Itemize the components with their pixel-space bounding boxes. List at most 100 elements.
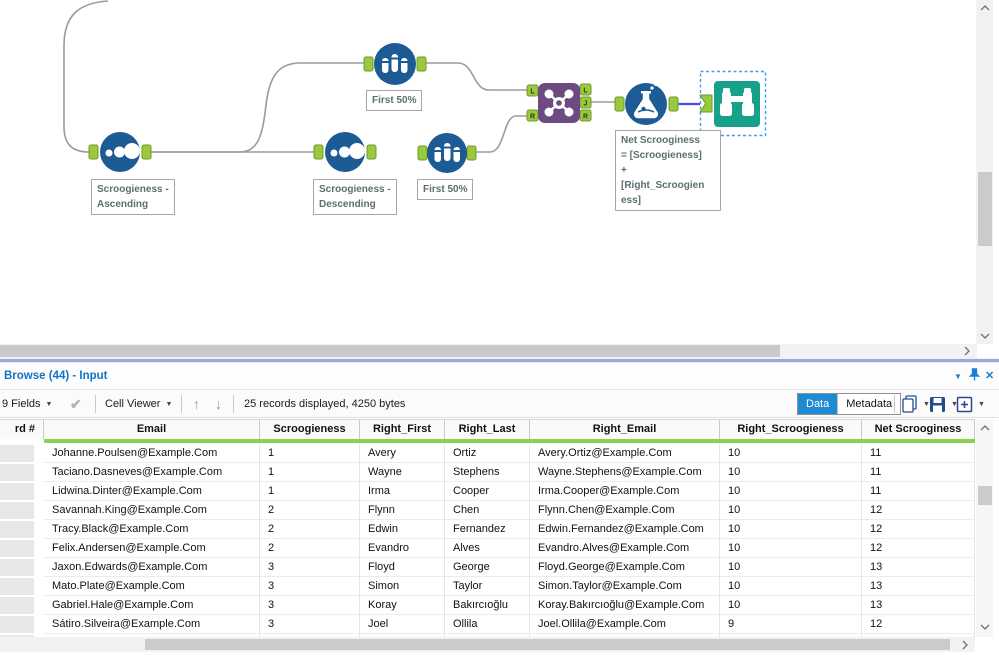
table-cell: Johanne.Poulsen@Example.Com [44,444,260,463]
column-header[interactable]: Right_Last [445,420,530,439]
wire-sample-top-to-join-L[interactable] [426,62,527,91]
chevron-down-icon: ▼ [45,400,53,408]
join-output-anchor-L[interactable] [579,83,592,96]
sort-descending-input-anchor[interactable] [313,144,324,160]
table-cell: Koray.Bakırcıoğlu@Example.Com [530,596,720,615]
table-cell: Edwin.Fernandez@Example.Com [530,520,720,539]
grid-horizontal-scrollbar[interactable] [0,637,975,652]
annotation-line: = [Scroogieness] [621,150,702,161]
wire-sort-ascending-to-sample-top[interactable] [151,62,364,153]
jump-down-arrow-icon[interactable]: ↓ [215,396,222,412]
sample-top-input-anchor[interactable] [363,56,374,72]
wire-input-to-sort-ascending[interactable] [63,0,109,153]
panel-pin-icon[interactable] [968,368,981,384]
scrollbar-thumb[interactable] [977,486,992,505]
scroll-right-button[interactable] [956,637,974,652]
annotation-line: ess] [621,195,642,206]
scroll-down-button[interactable] [976,328,993,344]
column-header[interactable]: Right_First [360,420,445,439]
column-header[interactable]: Email [44,420,260,439]
grid-vertical-scrollbar[interactable] [976,419,993,637]
table-cell: 3 [260,596,360,615]
record-number-cell [0,463,44,482]
canvas-vertical-scrollbar[interactable] [976,0,993,344]
scroll-up-button[interactable] [976,0,993,16]
cell-viewer-dropdown[interactable]: Cell Viewer ▼ [105,390,172,418]
selection-outline [699,70,767,137]
formula-tool[interactable] [614,81,679,125]
table-cell [530,634,720,638]
table-cell: Evandro [360,539,445,558]
sort-ascending-output-anchor[interactable] [141,144,152,160]
new-window-button[interactable]: ▼ [956,392,985,416]
sample-top-output-anchor[interactable] [416,56,427,72]
fields-dropdown[interactable]: 9 Fields ▼ [2,390,52,418]
sample-bottom-annotation[interactable]: First 50% [417,179,474,200]
panel-close-icon[interactable]: ✕ [985,370,995,382]
record-number-cell [0,539,44,558]
sort-ascending-tool[interactable] [88,132,152,172]
sort-ascending-input-anchor[interactable] [88,144,99,160]
panel-dropdown-icon[interactable]: ▼ [954,372,962,381]
column-header[interactable]: Right_Scroogieness [720,420,862,439]
formula-output-anchor[interactable] [668,96,679,112]
sample-bottom-output-anchor[interactable] [466,145,477,161]
panel-splitter[interactable] [0,358,999,363]
table-cell: 1 [260,482,360,501]
browse-tool[interactable] [699,70,767,137]
table-cell: Flynn [360,501,445,520]
annotation-line: First 50% [372,95,417,106]
formula-input-anchor[interactable] [614,96,625,112]
table-cell: 11 [862,482,975,501]
annotation-line: [Right_Scroogien [621,180,705,191]
column-header[interactable]: Net Scrooginess [862,420,975,439]
join-tool[interactable]: L R L J R [526,83,592,123]
formula-flask-icon [633,81,659,119]
column-header[interactable]: Right_Email [530,420,720,439]
column-header[interactable]: Scroogieness [260,420,360,439]
table-cell: Stephens [445,463,530,482]
save-button[interactable]: ▼ [929,392,958,416]
formula-annotation[interactable]: Net Scrooginess = [Scroogieness] + [Righ… [615,130,721,211]
jump-up-arrow-icon[interactable]: ↑ [193,396,200,412]
annotation-line: First 50% [423,184,468,195]
sample-icon [382,54,408,73]
scroll-down-button[interactable] [976,620,993,634]
table-cell: Floyd [360,558,445,577]
sample-bottom-input-anchor[interactable] [417,145,428,161]
table-cell: Joel [360,615,445,634]
record-number-column-header[interactable]: rd # [0,420,44,439]
annotation-line: Scroogieness - [319,184,391,195]
wire-sample-bottom-to-join-R[interactable] [476,115,527,153]
copy-button[interactable]: ▼ [901,392,930,416]
apply-check-icon[interactable]: ✔ [70,395,82,412]
record-number-cell [0,634,44,638]
scrollbar-thumb[interactable] [0,345,780,357]
scroll-right-button[interactable] [958,344,976,358]
scroll-up-button[interactable] [976,421,993,435]
scrollbar-thumb[interactable] [145,639,950,650]
canvas-horizontal-scrollbar[interactable] [0,344,977,358]
workflow-canvas[interactable]: L R L J R [0,0,999,344]
sample-top-tool[interactable] [363,43,427,85]
sort-descending-annotation[interactable]: Scroogieness - Descending [313,179,397,215]
sort-descending-output-anchor[interactable] [366,144,377,160]
header-underline-strip [44,439,975,443]
canvas-graphics: L R L J R [63,0,767,173]
sample-bottom-tool[interactable] [417,133,477,173]
sort-descending-tool[interactable] [313,132,377,172]
browse-input-anchor[interactable] [699,94,713,113]
data-tab[interactable]: Data [798,394,838,414]
sort-ascending-annotation[interactable]: Scroogieness - Ascending [91,179,175,215]
table-cell: 13 [862,558,975,577]
scrollbar-thumb[interactable] [977,172,992,246]
sample-top-annotation[interactable]: First 50% [366,90,423,111]
results-toolbar: 9 Fields ▼ ✔ Cell Viewer ▼ ↑ ↓ 25 record… [0,389,999,418]
metadata-tab[interactable]: Metadata [837,394,901,414]
table-cell: Felix.Andersen@Example.Com [44,539,260,558]
